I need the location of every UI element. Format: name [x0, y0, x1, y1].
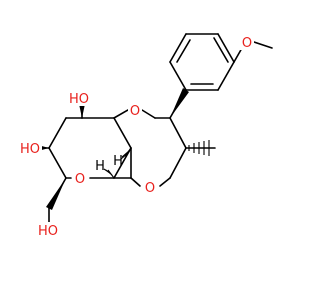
- bond: [113, 109, 129, 119]
- bond: [141, 109, 156, 119]
- stereo-layer: [38, 88, 210, 210]
- bond: [159, 177, 171, 187]
- bond: [169, 61, 187, 91]
- bond: [169, 33, 187, 63]
- molecule-diagram: HO HO O O O O HO H H: [18, 33, 273, 239]
- hash-bond-top: [120, 147, 132, 160]
- wedge-bond: [46, 178, 66, 210]
- bond: [169, 117, 187, 149]
- bond: [130, 177, 141, 187]
- hydrogen-label: H: [113, 154, 123, 169]
- hash-bond-methyl: [188, 140, 210, 156]
- label-layer: HO HO O O O O HO H H: [18, 34, 254, 239]
- hydrogen-label: H: [95, 159, 105, 174]
- bond-layer: [39, 33, 273, 223]
- methoxy-oxygen-label: O: [242, 36, 252, 51]
- bond: [113, 117, 132, 149]
- double-bond: [176, 39, 191, 63]
- hash-bond-bottom: [103, 168, 115, 179]
- bond: [253, 41, 273, 49]
- bond: [233, 47, 243, 63]
- bond: [48, 117, 67, 149]
- hydroxymethyl-label: HO: [38, 224, 58, 239]
- ring-oxygen-label: O: [145, 181, 155, 196]
- bond: [217, 33, 235, 63]
- hydroxyl-label: HO: [69, 92, 89, 107]
- ring-oxygen-label: O: [75, 172, 85, 187]
- wedge-bond: [170, 88, 189, 118]
- wedge-bond: [79, 104, 85, 118]
- bond: [48, 147, 67, 179]
- bond: [217, 61, 235, 91]
- ring-oxygen-label: O: [130, 104, 140, 119]
- double-bond: [213, 37, 229, 63]
- bond: [169, 147, 187, 179]
- bond: [113, 147, 132, 179]
- hydroxyl-label: HO: [20, 142, 40, 157]
